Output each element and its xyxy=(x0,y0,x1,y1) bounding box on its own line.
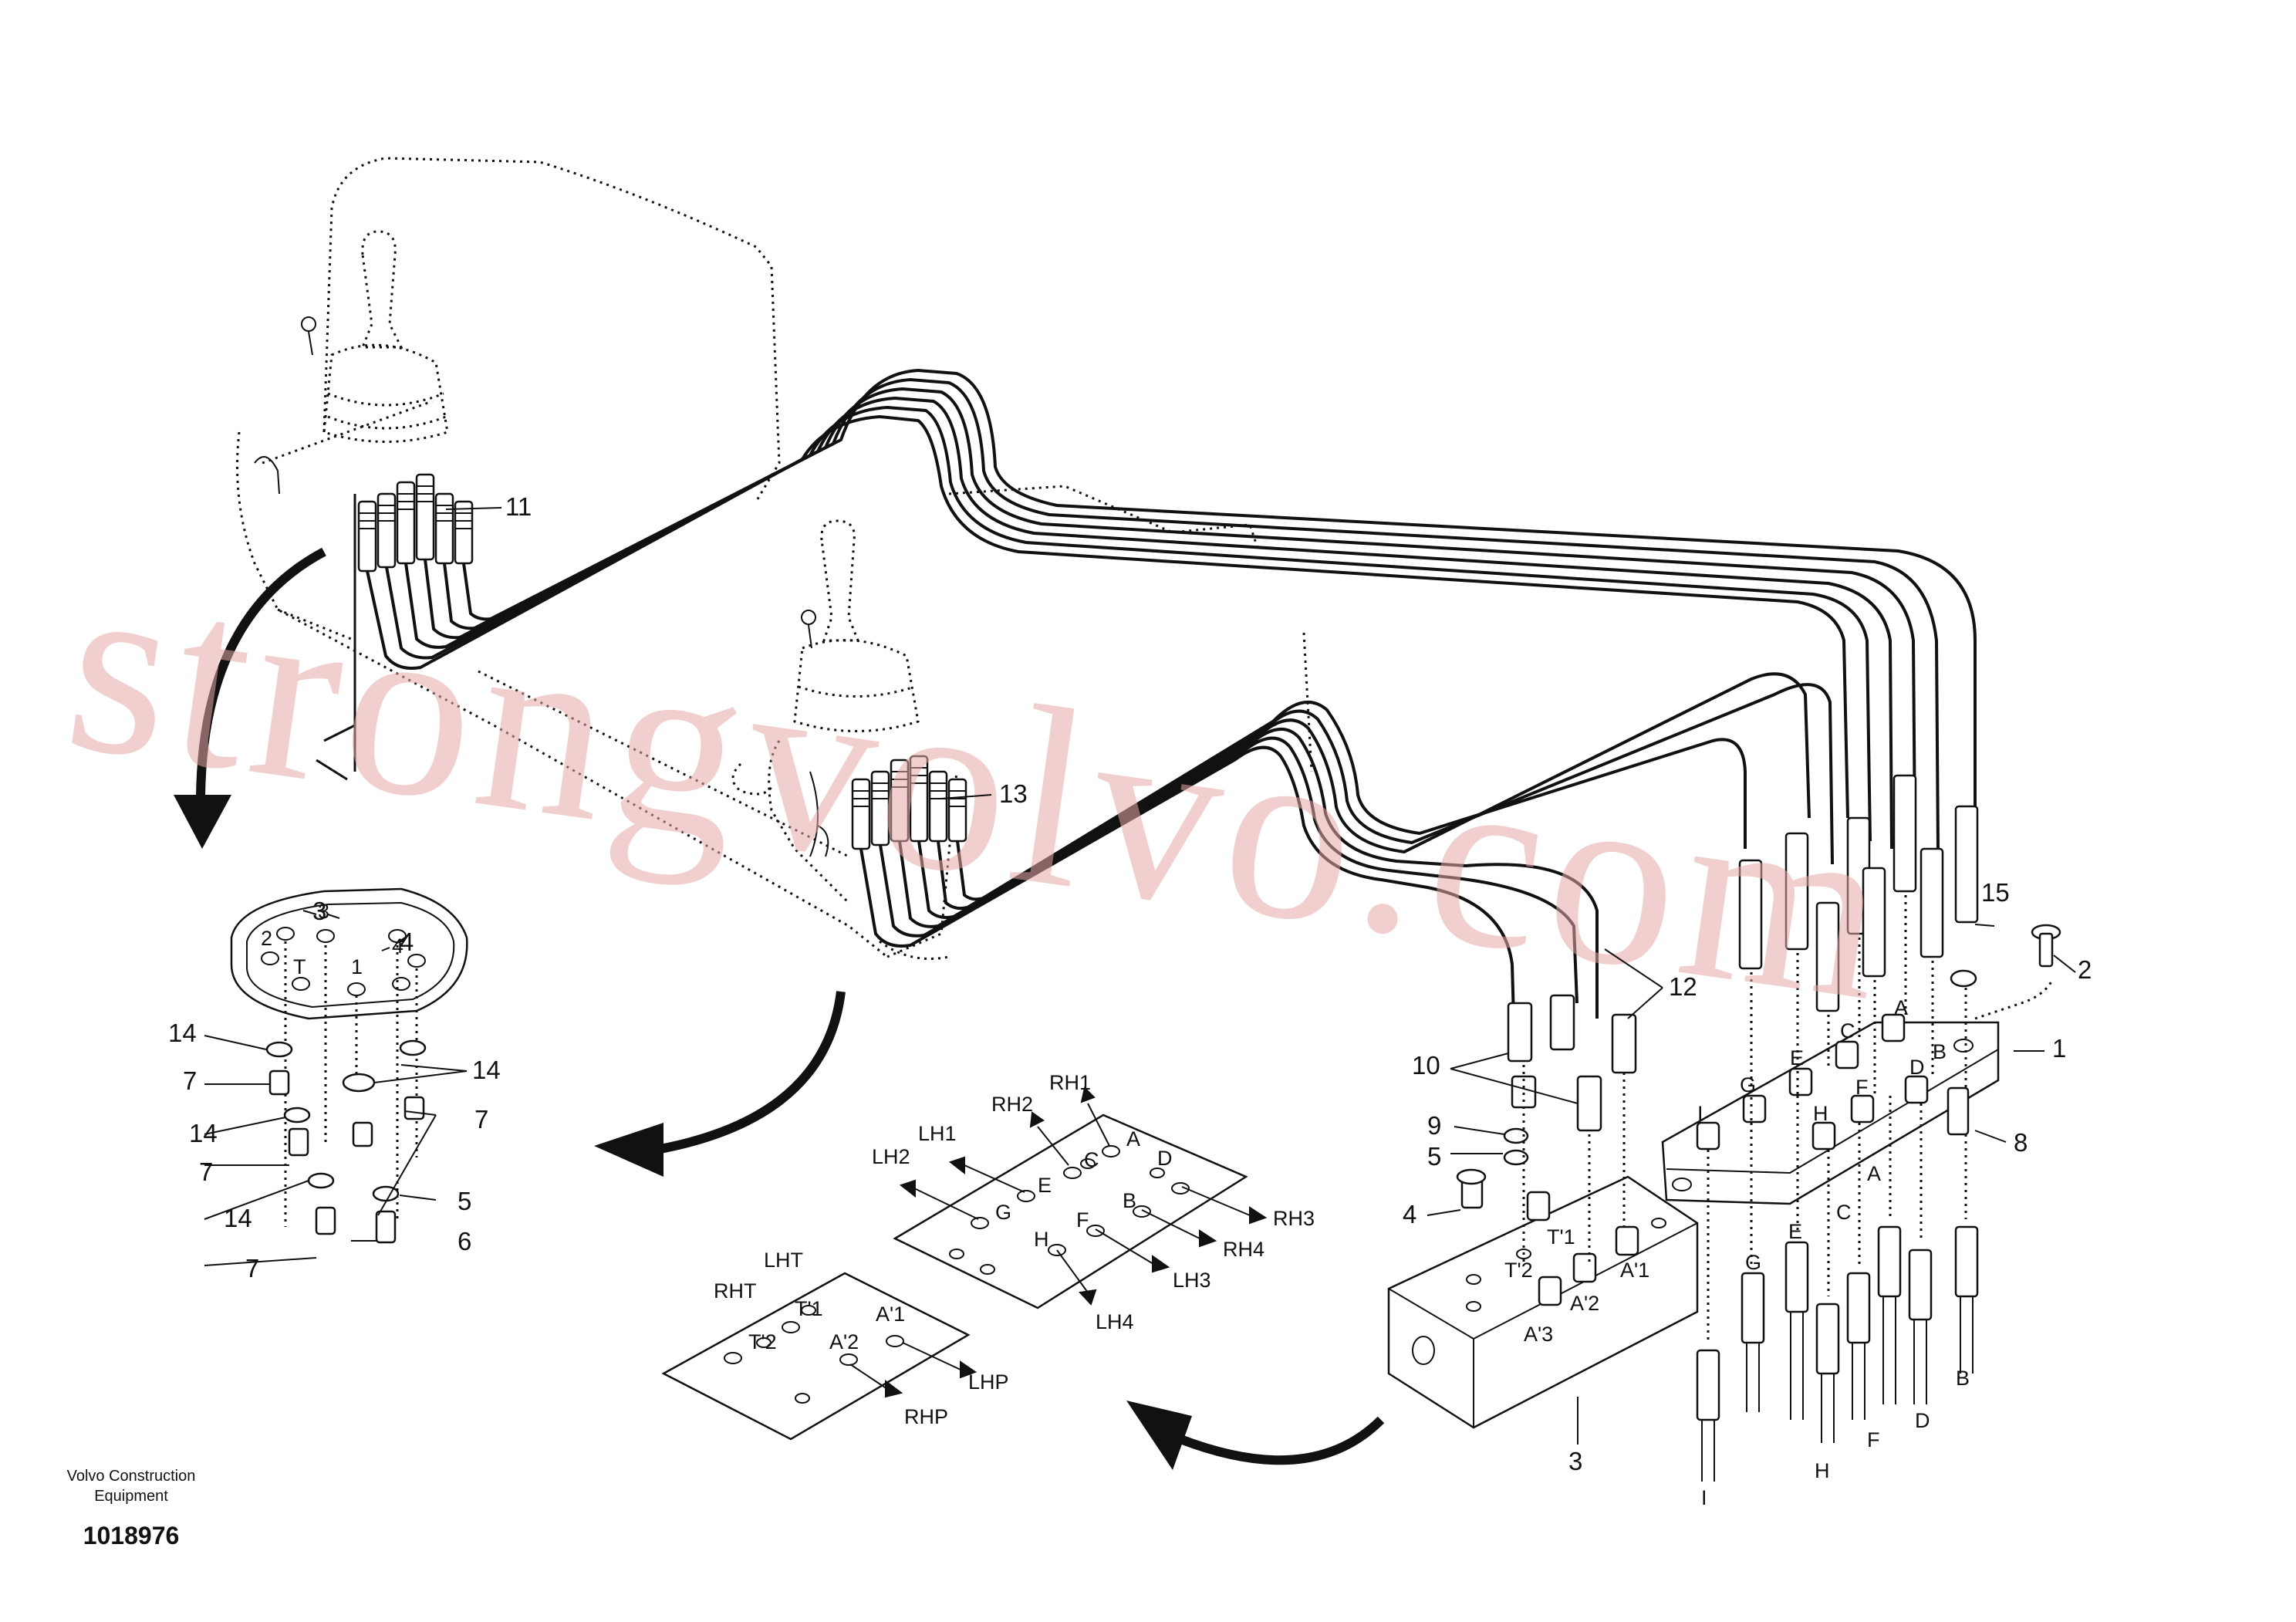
plate-a-port-label: A xyxy=(1126,1127,1140,1151)
callout-11: 11 xyxy=(505,492,532,521)
callout-7: 7 xyxy=(474,1105,488,1134)
left-joystick-fittings xyxy=(357,473,474,573)
plate-a-line-label: LH4 xyxy=(1096,1310,1134,1333)
callout-leaders xyxy=(204,507,2076,1445)
callout-3: 3 xyxy=(1568,1447,1582,1475)
manifold-port-label: T'2 xyxy=(1504,1259,1533,1282)
footer-org-line: Equipment xyxy=(94,1488,168,1505)
curved-arrow-bottom xyxy=(1126,1401,1385,1470)
callout-14: 14 xyxy=(189,1119,218,1147)
bolt-item-4 xyxy=(1456,1168,1487,1185)
callout-7: 7 xyxy=(245,1254,259,1282)
callout-10: 10 xyxy=(1412,1051,1440,1080)
plate-b-line-label: RHP xyxy=(904,1405,948,1428)
footer-org-line: Volvo Construction xyxy=(66,1468,196,1485)
joystick-base-plate: 2 3 4 T 1 xyxy=(230,887,468,1227)
callout-6: 6 xyxy=(458,1227,471,1255)
footer-block: Volvo Construction Equipment 1018976 xyxy=(46,1466,216,1550)
callout-7: 7 xyxy=(183,1066,197,1095)
callout-15: 15 xyxy=(1981,878,2010,907)
left-joystick xyxy=(301,230,449,443)
plate-b-port-label: A'2 xyxy=(829,1330,859,1353)
plate-a-line-label: LH3 xyxy=(1173,1269,1211,1292)
callout-14: 14 xyxy=(472,1056,501,1084)
manifold-port-label: A'2 xyxy=(1570,1292,1599,1315)
base-orings-and-fittings xyxy=(265,1039,427,1244)
right-joystick-fittings xyxy=(851,755,967,850)
port-layout-plate-b: T'1 T'2 A'1 A'2 RHT LHT LHP RHP xyxy=(661,1249,1009,1441)
callout-14: 14 xyxy=(224,1204,252,1232)
callout-2: 2 xyxy=(2078,955,2092,984)
callout-12: 12 xyxy=(1669,972,1697,1001)
plate-b-port-label: A'1 xyxy=(876,1303,905,1326)
base-port-label: T xyxy=(293,955,306,978)
plate-a-line-label: RH1 xyxy=(1049,1071,1091,1094)
valve-port-label: B xyxy=(1933,1040,1947,1063)
valve-port-label: C xyxy=(1840,1019,1855,1042)
plate-b-port-label: T'1 xyxy=(795,1297,823,1320)
plate-a-port-label: F xyxy=(1076,1208,1089,1232)
manifold-port-label: A'3 xyxy=(1524,1323,1553,1346)
callout-3: 3 xyxy=(312,897,326,925)
plate-a-line-label: RH4 xyxy=(1223,1238,1264,1261)
base-port-label: 1 xyxy=(351,955,363,978)
port-layout-plate-a: A B C D E F G H RH1 RH2 RH3 RH4 LH1 LH2 … xyxy=(872,1071,1315,1333)
callout-4: 4 xyxy=(1403,1200,1416,1228)
valve-port-label: D xyxy=(1909,1056,1925,1079)
plate-a-port-label: B xyxy=(1123,1189,1136,1212)
plate-a-line-label: LH1 xyxy=(918,1122,957,1145)
curved-arrow-left-top xyxy=(174,547,326,849)
manifold-block: T'1 T'2 A'1 A'2 A'3 xyxy=(1387,1175,1699,1429)
manifold-port-label: T'1 xyxy=(1547,1225,1575,1249)
hose-end-label: F xyxy=(1867,1428,1880,1451)
footer-part-number: 1018976 xyxy=(83,1522,180,1549)
callout-1: 1 xyxy=(2052,1034,2066,1063)
plate-a-port-label: G xyxy=(995,1201,1011,1224)
hose-end-label: B xyxy=(1956,1367,1970,1390)
base-port-label: 2 xyxy=(261,927,272,950)
hose-end-label: D xyxy=(1915,1409,1930,1432)
control-valve-block: A B C D E F G H I xyxy=(1661,996,2000,1205)
manifold-hose-fittings xyxy=(1460,994,1637,1265)
right-hose-bundle xyxy=(859,672,1834,1019)
plate-a-port-label: C xyxy=(1084,1148,1099,1171)
bolt-item-2 xyxy=(2031,924,2061,968)
hose-end-label: A xyxy=(1867,1162,1881,1185)
valve-port-label: I xyxy=(1697,1102,1703,1125)
hose-end-label: C xyxy=(1836,1201,1852,1224)
plate-a-port-label: H xyxy=(1034,1228,1049,1251)
plate-a-line-label: RH3 xyxy=(1273,1207,1315,1230)
plate-b-line-label: RHT xyxy=(714,1279,757,1303)
valve-port-label: G xyxy=(1740,1073,1756,1097)
callout-5: 5 xyxy=(458,1187,471,1215)
valve-lower-hose-ends xyxy=(1696,1096,1979,1482)
hose-end-label: E xyxy=(1788,1220,1802,1243)
curved-arrow-left-mid xyxy=(594,991,846,1177)
callout-9: 9 xyxy=(1427,1111,1441,1140)
plate-b-port-label: T'2 xyxy=(748,1330,777,1353)
hose-end-label: I xyxy=(1701,1486,1707,1509)
hose-end-label: G xyxy=(1745,1251,1761,1274)
callout-5: 5 xyxy=(1427,1142,1441,1171)
plate-a-port-label: D xyxy=(1157,1147,1173,1170)
manifold-port-label: A'1 xyxy=(1620,1259,1649,1282)
hose-end-label: H xyxy=(1815,1459,1830,1482)
valve-upper-hose-fittings xyxy=(1738,774,2054,1123)
plate-b-line-label: LHP xyxy=(968,1370,1009,1394)
plate-b-line-label: LHT xyxy=(764,1249,803,1272)
left-hose-bundle xyxy=(366,368,1977,850)
plate-a-port-label: E xyxy=(1038,1174,1052,1197)
right-joystick xyxy=(793,519,920,732)
plate-a-line-label: RH2 xyxy=(991,1093,1033,1116)
callout-4: 4 xyxy=(400,928,414,956)
callout-13: 13 xyxy=(999,779,1028,808)
valve-port-label: H xyxy=(1813,1102,1828,1125)
base-port-label: 3 xyxy=(318,900,329,923)
valve-port-label: F xyxy=(1855,1076,1869,1099)
callout-14: 14 xyxy=(168,1019,197,1047)
callout-8: 8 xyxy=(2014,1128,2028,1157)
callout-7: 7 xyxy=(199,1157,213,1186)
plate-a-line-label: LH2 xyxy=(872,1145,910,1168)
